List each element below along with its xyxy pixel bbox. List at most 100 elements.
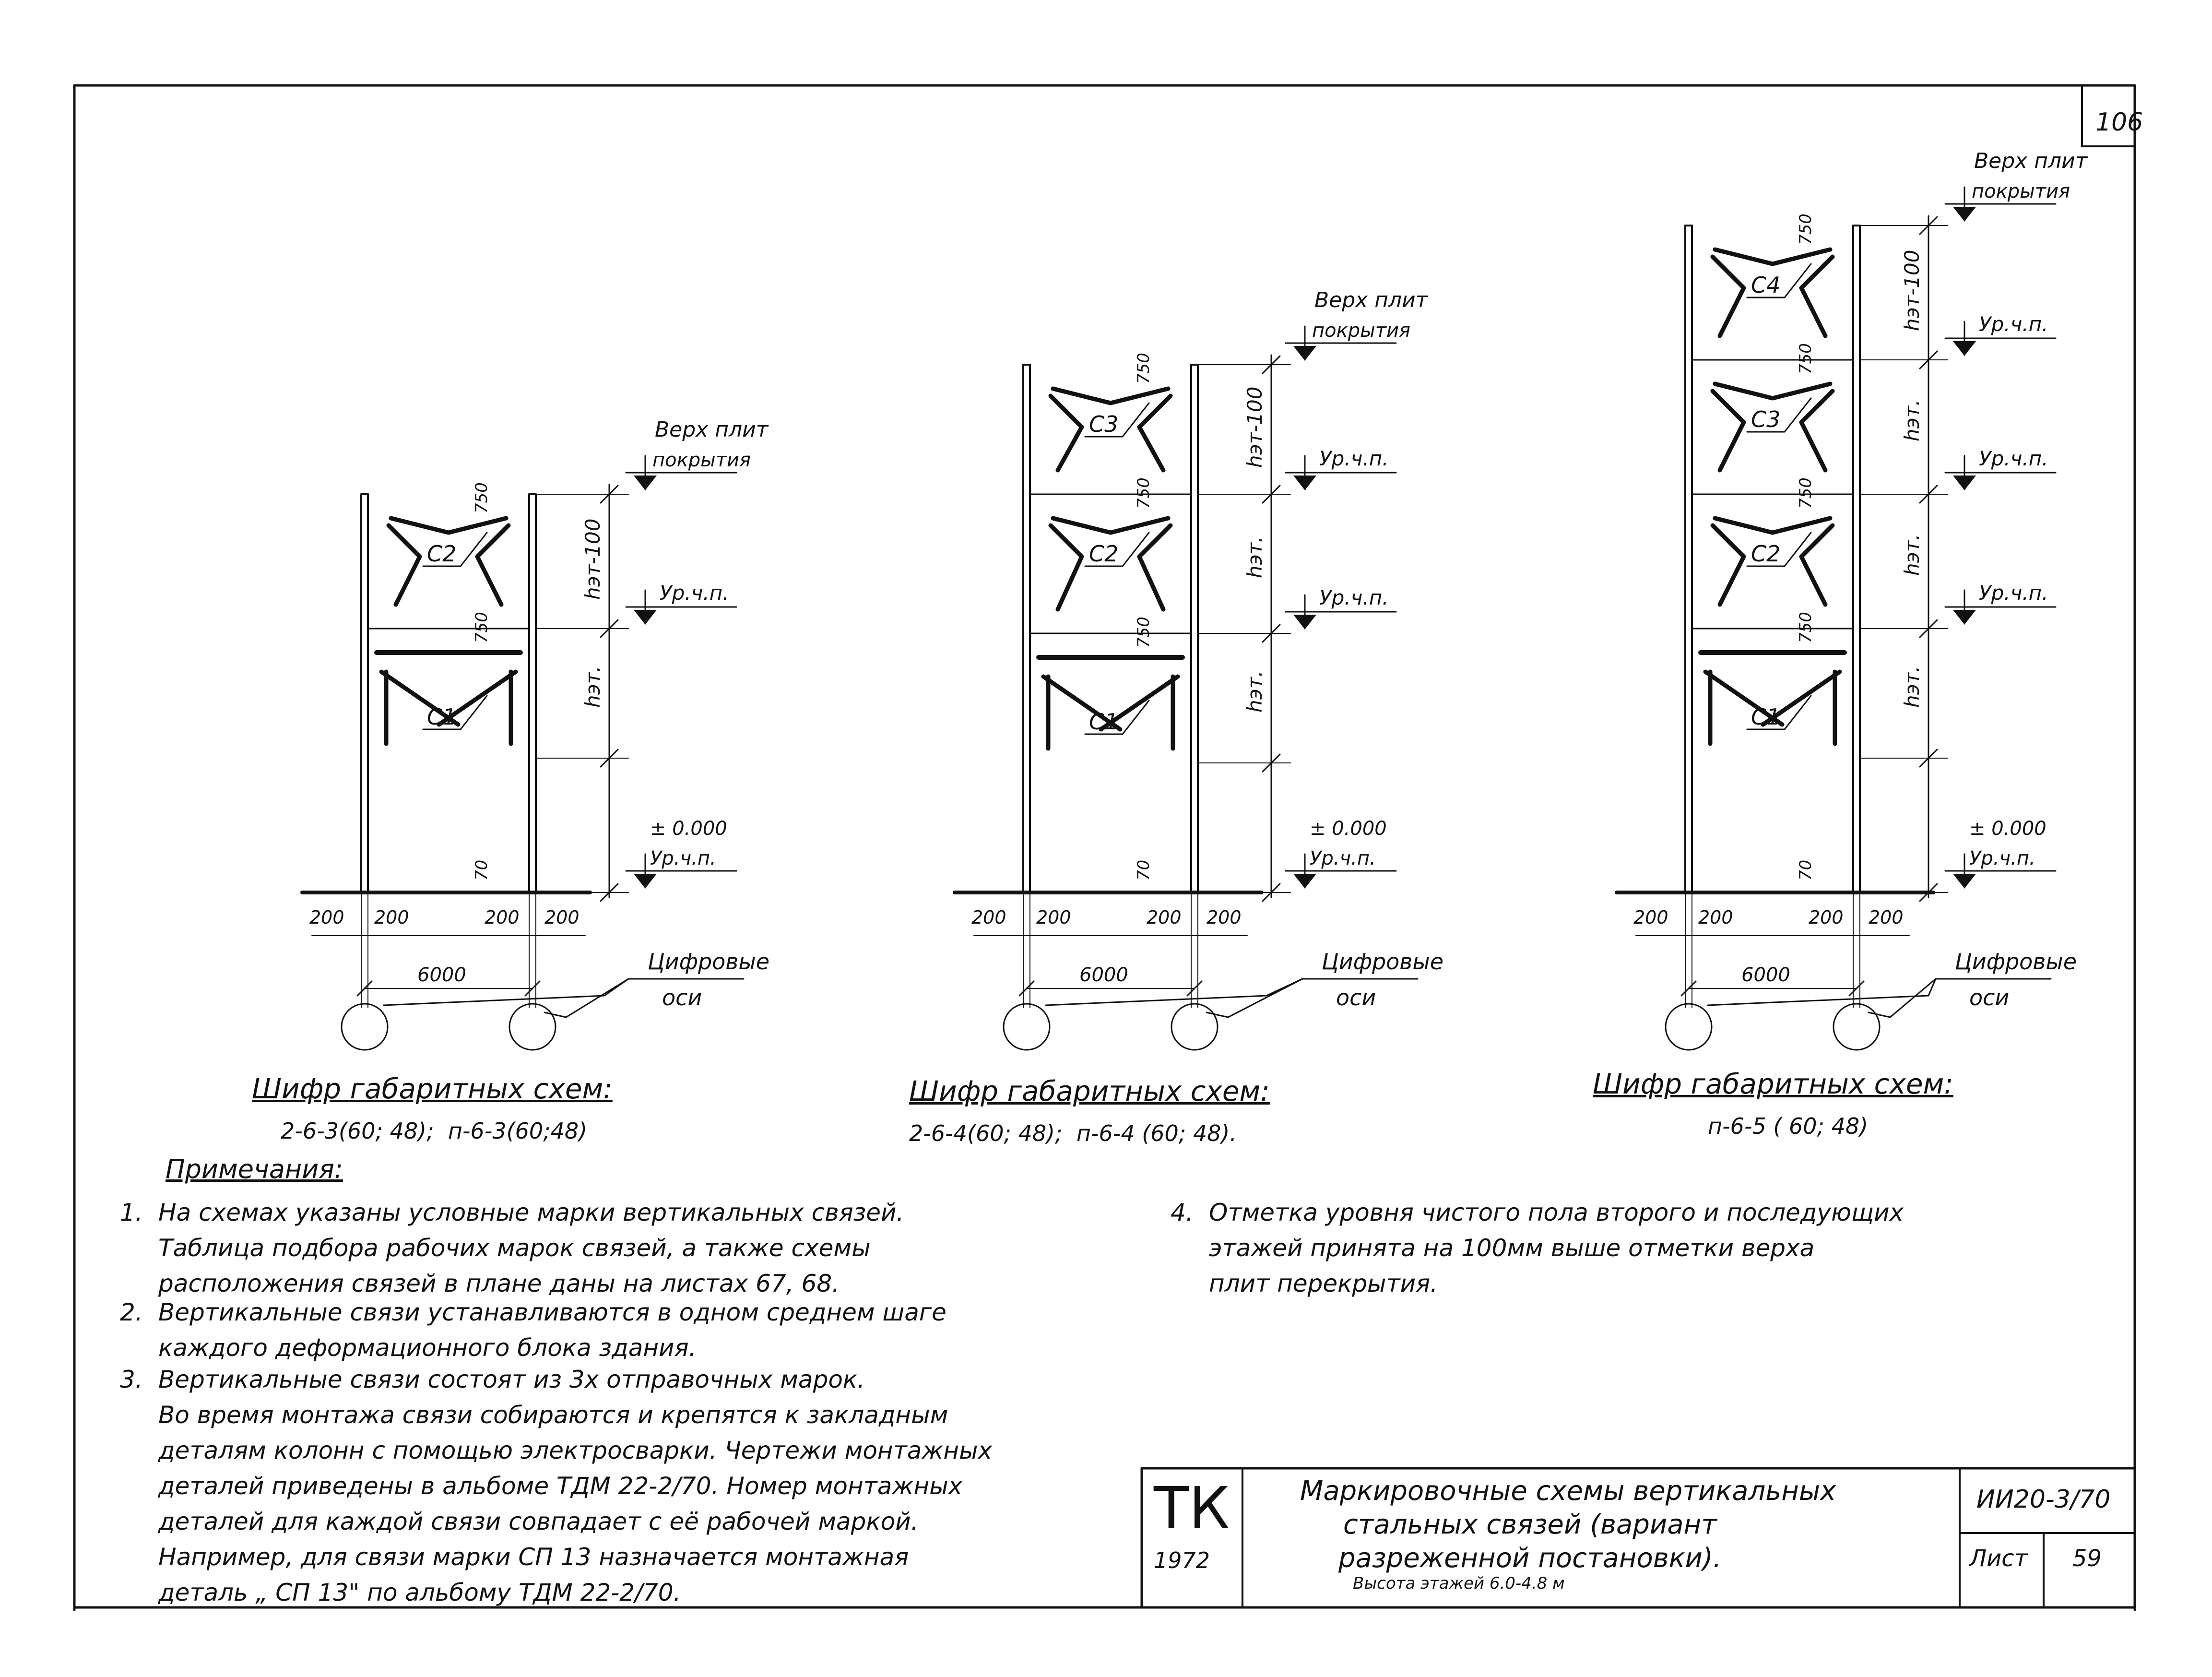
level-label-floor: Ур.ч.п. [1979,447,2048,470]
document-code: ИИ20-3/70 [1976,1485,2111,1514]
axis-leader [1868,978,1937,1018]
dim-text: 750 [1796,343,1815,374]
dim-tick [1680,980,1697,997]
note-2-text: Вертикальные связи устанавливаются в одн… [158,1298,946,1362]
dim-200: 200 [544,907,580,928]
brace-left-leg [1048,393,1084,473]
brace-leader [1784,263,1812,298]
dim-200: 200 [485,907,520,928]
brace-label-с3: С3 [1751,406,1780,432]
storey-dim-label: hэт-100 [1900,250,1924,331]
dim-text: 750 [1796,214,1815,245]
brace-label-с3: С3 [1089,411,1118,437]
brace-right-leg [1799,389,1835,473]
axis-circle [1665,1003,1713,1051]
storey-dim-label: hэт. [1900,400,1924,442]
brace-diagonal [437,669,518,727]
brace-leader [460,695,488,730]
dim-tick [356,980,373,997]
note-2-number: 2. [120,1298,143,1326]
frame-3: С170С2750С3750С4750750hэт.hэт.hэт.hэт-10… [1615,149,2088,1051]
note-4-text: Отметка уровня чистого пола второго и по… [1209,1199,1904,1297]
axis-label-1: Цифровые [1955,949,2077,975]
dim-text: 70 [1134,860,1153,880]
title-line-2: стальных связей (вариант [1343,1509,1717,1540]
brace-label-с2: С2 [1089,541,1118,567]
dim-200: 200 [309,907,344,928]
storey-dim-label: hэт. [1900,666,1924,708]
axis-label-2: оси [662,985,702,1011]
brace-diagonal [379,669,461,727]
dim-text: 750 [472,482,491,513]
level-label-zero: ± 0.000 [650,818,727,840]
level-marker: Ур.ч.п. [1944,312,2057,356]
level-label-roof-2: покрытия [652,449,751,471]
level-label-floor: Ур.ч.п. [1310,847,1376,869]
level-marker: Ур.ч.п. [625,581,737,625]
dim-6000: 6000 [417,964,466,986]
dim-200: 200 [374,907,409,928]
sheet-value: 59 [2072,1545,2102,1572]
dim-200: 200 [1036,907,1071,928]
dim-text: 750 [1134,617,1153,648]
brace-с3: С3 750 [1048,386,1173,509]
brace-label-с2: С2 [1751,541,1780,567]
brace-top-chord [389,516,509,535]
dim-text: 750 [1134,353,1153,384]
level-label-floor: Ур.ч.п. [1319,447,1389,470]
brace-top-chord [1713,381,1833,401]
axis-label-1: Цифровые [648,949,769,975]
sheet-corner-number: 106 [2095,108,2143,137]
level-label-roof-2: покрытия [1312,320,1410,342]
title-line-1: Маркировочные схемы вертикальных [1300,1475,1836,1507]
dim-tick [524,980,541,997]
org-mark: ТК [1154,1475,1230,1542]
brace-label-с1: С1 [427,704,456,730]
dim-200: 200 [1869,907,1904,928]
level-label-floor: Ур.ч.п. [660,581,729,605]
level-label-zero: ± 0.000 [1969,818,2046,840]
brace-с2: С2 750 [1048,516,1173,648]
dim-6000: 6000 [1741,964,1790,986]
axis-circle [341,1003,389,1051]
brace-left-leg [1710,389,1746,473]
level-label-floor: Ур.ч.п. [650,847,716,869]
dim-200: 200 [971,907,1006,928]
brace-leader [1784,532,1812,567]
sheet-label: Лист [1969,1545,2028,1572]
storey-dim-label: hэт-100 [581,519,604,600]
brace-leader [1122,532,1150,567]
dim-tick [1186,980,1203,997]
title-subtitle: Высота этажей 6.0-4.8 м [1353,1574,1565,1593]
brace-top-chord [1051,516,1171,535]
brace-right-leg [1137,393,1173,473]
brace-right-leg [475,523,511,607]
dim-200: 200 [1207,907,1242,928]
brace-diagonal [1703,669,1785,727]
axis-circle [1833,1003,1881,1051]
axis-circle [1171,1003,1218,1051]
brace-top-chord [1713,516,1833,535]
notes-title: Примечания: [166,1154,343,1184]
dim-text: 70 [1796,860,1815,880]
axis-label-1: Цифровые [1322,949,1443,975]
dim-tick [1848,980,1865,997]
level-label-zero: ± 0.000 [1310,818,1387,840]
storey-dim-label: hэт. [1900,534,1924,576]
brace-leader [1784,397,1812,433]
dim-text: 750 [1134,477,1153,509]
brace-right-leg [1799,523,1835,607]
brace-leader [1122,700,1150,735]
dim-200: 200 [1698,907,1733,928]
brace-diagonal [1099,674,1180,732]
level-label-roof-1: Верх плит [1974,149,2088,173]
brace-leader [1784,695,1812,730]
brace-leader [460,532,488,567]
